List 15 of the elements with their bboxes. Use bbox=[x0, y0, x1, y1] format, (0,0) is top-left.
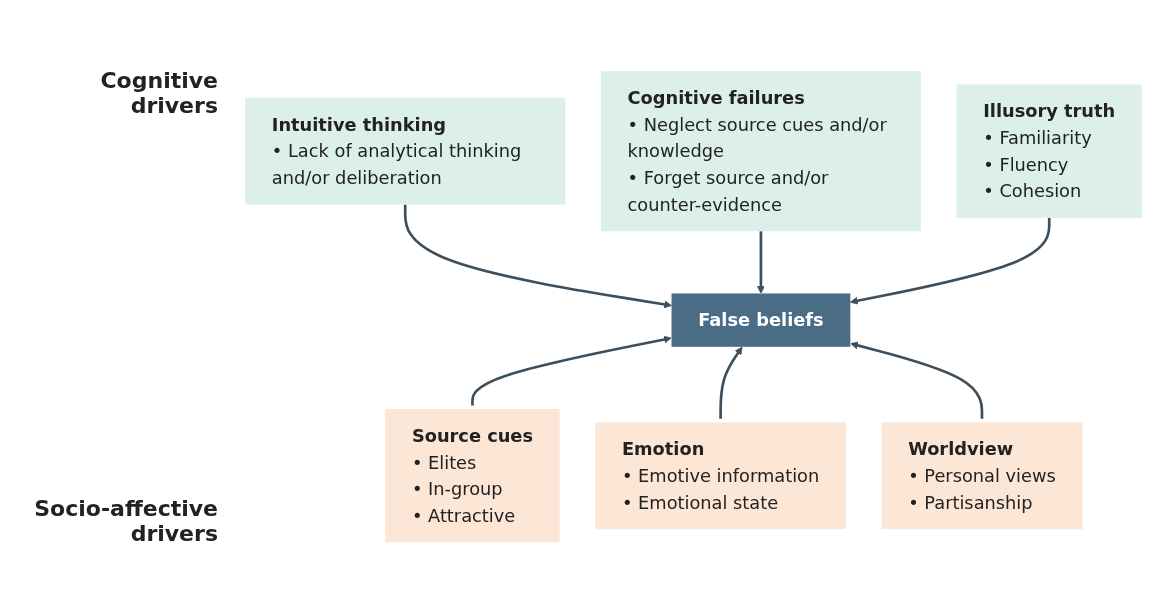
arrow bbox=[471, 335, 672, 406]
node-box: Illusory truth • Familiarity • Fluency • Cohesion bbox=[956, 84, 1142, 219]
arrow bbox=[849, 218, 1051, 305]
node-box: Source cues • Elites • In-group • Attractive bbox=[385, 409, 560, 543]
node-box: False beliefs bbox=[671, 293, 851, 347]
arrow bbox=[757, 231, 765, 294]
arrow bbox=[719, 346, 743, 420]
row-label: Cognitive drivers bbox=[99, 68, 219, 118]
node-box: Emotion • Emotive information • Emotional state bbox=[595, 422, 846, 530]
arrow bbox=[403, 204, 672, 309]
node-box: Cognitive failures • Neglect source cues and/or knowledge • Forget source and/or counter-evidence bbox=[600, 71, 921, 232]
node-box: Intuitive thinking • Lack of analytical thinking and/or deliberation bbox=[245, 98, 566, 205]
row-label: Socio-affective drivers bbox=[33, 496, 219, 546]
node-box: Worldview • Personal views • Partisanship bbox=[881, 422, 1083, 530]
arrow bbox=[850, 341, 984, 420]
